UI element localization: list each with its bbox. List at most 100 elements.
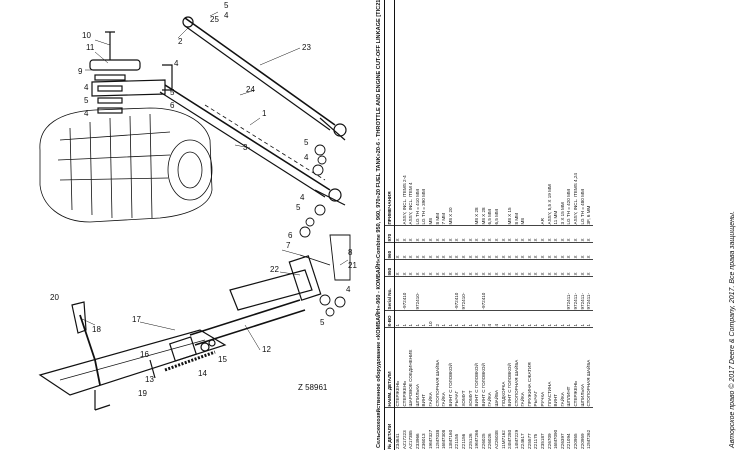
table-cell: X (526, 243, 534, 260)
table-cell: Z36013 (421, 433, 427, 449)
table-cell: X (493, 260, 501, 277)
table-cell: -972410 (480, 277, 488, 311)
table-cell (493, 277, 501, 311)
table-cell: X (533, 260, 541, 277)
table-cell: X (454, 243, 461, 260)
table-cell: X (401, 260, 409, 277)
table-cell (507, 277, 514, 311)
table-cell: 1 (526, 311, 534, 328)
table-cell: Z21155 (454, 433, 460, 449)
table-cell: X (401, 226, 409, 243)
table-cell: 1 (513, 311, 521, 328)
table-cell: 19M7327 (427, 429, 433, 449)
table-cell (553, 277, 560, 311)
table-cell: 972411- (586, 277, 593, 311)
table-cell: 11M7162 (500, 430, 506, 449)
callout-24: 24 (246, 85, 255, 94)
column-header: К-ВО (385, 311, 395, 328)
table-cell: ASSY, INCL. ITEM 4 (408, 0, 415, 226)
table-cell: 972410- (460, 277, 468, 311)
callout-1: 1 (262, 109, 267, 118)
column-header: Serial No. (385, 277, 395, 311)
table-cell: Z25577 (526, 433, 532, 449)
table-cell: X (441, 243, 448, 260)
table-cell: 1 (573, 311, 580, 328)
callout-5b: 5 (170, 88, 175, 97)
callout-8: 8 (348, 248, 353, 257)
table-cell: 1 (441, 311, 448, 328)
table-cell: 1 (586, 311, 593, 328)
table-cell: X (566, 243, 574, 260)
table-cell: ВИНТ (421, 328, 428, 408)
table-cell: X (520, 243, 527, 260)
callout-5c: 5 (224, 1, 229, 10)
table-cell: 1 (401, 311, 409, 328)
table-cell: X (586, 226, 593, 243)
table-cell: X (421, 226, 428, 243)
callout-labels: 10 11 9 4 5 4 5 6 4 2 25 4 5 23 24 1 3 5… (50, 1, 357, 398)
table-cell: РЫЧАГ (533, 328, 541, 408)
callout-19: 19 (138, 389, 147, 398)
table-cell: 2 (434, 311, 442, 328)
table-cell: СТЕРЖЕНЬ (573, 328, 580, 408)
copyright-notice: Авторское право © 2017 Deere & Company, … (729, 210, 736, 448)
table-cell: X (513, 226, 521, 243)
callout-4f: 4 (300, 193, 305, 202)
table-cell: X (533, 243, 541, 260)
table-cell: ASSY, INCL. ITEMS 2-4 (401, 0, 409, 226)
callout-3: 3 (243, 143, 248, 152)
table-cell: X (408, 226, 415, 243)
table-cell: 12M7262 (586, 429, 592, 449)
table-cell: X (434, 260, 442, 277)
table-cell: X (540, 260, 547, 277)
table-cell: X (579, 243, 587, 260)
table-cell: X (526, 226, 534, 243)
table-cell: X (474, 226, 481, 243)
table-cell: X (408, 260, 415, 277)
table-cell: 24M7280 (507, 429, 513, 449)
table-cell: X (460, 260, 468, 277)
table-cell: Z25126 (467, 433, 473, 449)
table-cell: M8 X 20 (447, 0, 455, 226)
table-cell: 3F, 6 MM (586, 0, 593, 226)
table-cell: X (559, 226, 567, 243)
table-cell: ВИНТ С ГОЛОВКОЙ (480, 328, 488, 408)
table-cell: Z20959 (579, 433, 585, 449)
table-cell: Z26025 (480, 433, 486, 449)
table-cell: X (394, 260, 402, 277)
table-cell: ВИНТ С ГОЛОВКОЙ (474, 328, 481, 408)
callout-18: 18 (92, 325, 101, 334)
table-cell: X (586, 260, 593, 277)
table-cell: X (553, 260, 560, 277)
table-cell: X (573, 243, 580, 260)
table-cell: M8 X 28 (474, 0, 481, 226)
table-cell (394, 0, 402, 226)
figure-id: Z 58961 (298, 383, 328, 392)
table-cell: X (467, 226, 475, 243)
callout-6: 6 (170, 101, 175, 110)
table-cell: ПОДКОРКА (500, 328, 508, 408)
table-cell: X (586, 243, 593, 260)
table-cell: ШПЛИНТ (566, 328, 574, 408)
table-cell: X (414, 226, 422, 243)
column-header: 950 (385, 260, 395, 277)
callout-5d: 5 (304, 138, 309, 147)
table-cell: LG TH = 420 MM (566, 0, 574, 226)
table-cell: 972411- (566, 277, 574, 311)
table-cell: X (460, 226, 468, 243)
table-cell: X (474, 243, 481, 260)
callout-22: 22 (270, 265, 279, 274)
table-cell (454, 0, 461, 226)
table-cell (559, 277, 567, 311)
column-header: ПРИМЕЧАНИЯ (385, 0, 395, 226)
